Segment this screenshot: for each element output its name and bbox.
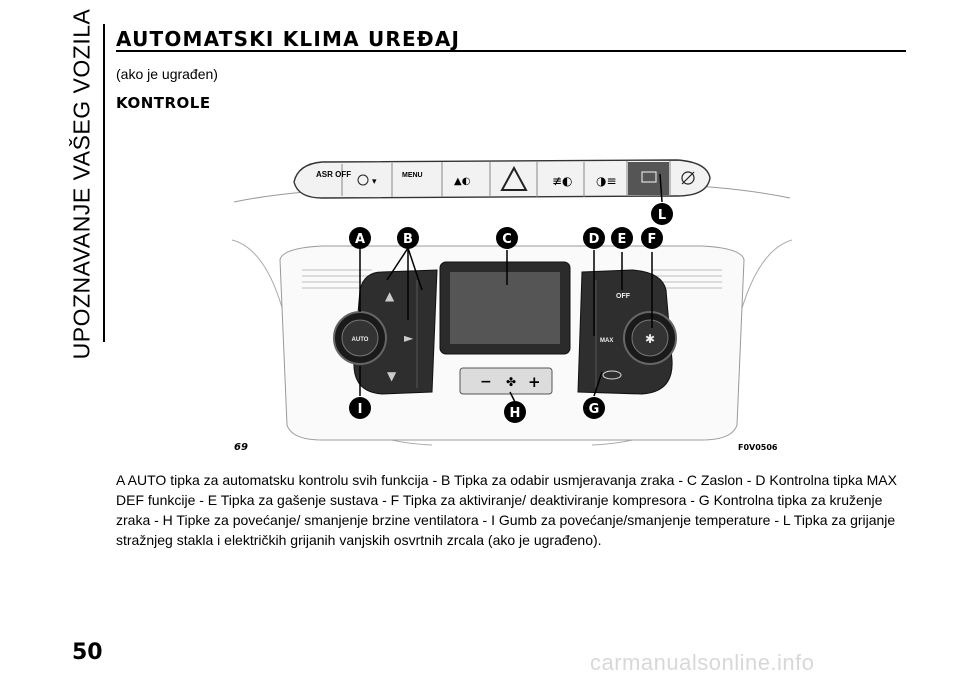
max-def-button-label: MAX <box>600 338 613 344</box>
figure-caption: A AUTO tipka za automatsku kontrolu svih… <box>116 472 897 548</box>
callout-g: G <box>583 397 605 419</box>
callout-l: L <box>651 203 673 225</box>
off-button-label: OFF <box>616 293 631 300</box>
asr-off-label: ASR OFF <box>316 170 351 179</box>
title-divider <box>116 50 906 52</box>
callout-h-label: H <box>510 406 521 421</box>
page-title: AUTOMATSKI KLIMA UREĐAJ <box>116 27 461 51</box>
vehicle-settings-icon: ▲◐ <box>454 176 470 187</box>
callout-d: D <box>583 227 605 249</box>
rear-defrost-icon <box>641 171 657 183</box>
menu-label: MENU <box>402 172 423 179</box>
figure-number: 69 <box>234 442 248 453</box>
callout-f-label: F <box>648 232 657 247</box>
air-distribution-down-icon: ▼ <box>387 369 397 383</box>
section-heading: KONTROLE <box>116 94 211 112</box>
auto-stop-icon <box>681 171 695 185</box>
callout-c-label: C <box>502 232 512 247</box>
callout-i-label: I <box>358 402 363 417</box>
callout-d-label: D <box>589 232 600 247</box>
callout-f: F <box>641 227 663 249</box>
callout-leader-lines <box>359 173 663 403</box>
callout-e: E <box>611 227 633 249</box>
page-subtitle: (ako je ugrađen) <box>116 66 218 82</box>
recirculation-icon <box>602 370 622 380</box>
compressor-icon: ✱ <box>645 332 655 346</box>
top-button-strip: ASR OFF MENU ▾ ▲◐ ≢◐ ◑≡ <box>293 159 711 199</box>
arrow-down-icon: ▾ <box>372 177 377 187</box>
air-distribution-up-icon: ▲ <box>385 289 395 303</box>
fan-minus-label: − <box>480 374 492 390</box>
callout-a-label: A <box>355 232 365 247</box>
side-divider <box>103 24 105 342</box>
auto-button-label: AUTO <box>352 337 369 343</box>
fan-icon: ✤ <box>506 375 516 389</box>
rear-defrost-button[interactable] <box>628 162 669 195</box>
figure-code: F0V0506 <box>738 443 778 452</box>
callout-b-label: B <box>403 232 413 247</box>
callout-l-label: L <box>658 208 666 223</box>
callout-h: H <box>504 401 526 423</box>
display-screen <box>450 272 560 344</box>
callout-g-label: G <box>589 402 600 417</box>
callout-a: A <box>349 227 371 249</box>
fog-lamp-icon: ≢◐ <box>552 174 573 188</box>
air-distribution-mid-icon: ► <box>404 331 414 345</box>
callout-e-label: E <box>618 232 627 247</box>
lamp-icon <box>357 174 369 186</box>
watermark: carmanualsonline.info <box>590 650 815 675</box>
rear-fog-icon: ◑≡ <box>596 174 617 188</box>
hazard-icon <box>500 165 528 191</box>
callout-b: B <box>397 227 419 249</box>
callout-c: C <box>496 227 518 249</box>
fan-plus-label: + <box>528 373 541 391</box>
chapter-title: UPOZNAVANJE VAŠEG VOZILA <box>68 8 95 360</box>
chapter-side-label: UPOZNAVANJE VAŠEG VOZILA <box>62 9 102 360</box>
callout-i: I <box>349 397 371 419</box>
climate-control-figure: ASR OFF MENU ▾ ▲◐ ≢◐ ◑≡ ▲ ► ▼ AUTO <box>232 140 792 456</box>
page-number: 50 <box>72 640 103 665</box>
fan-speed-button[interactable] <box>459 367 553 395</box>
